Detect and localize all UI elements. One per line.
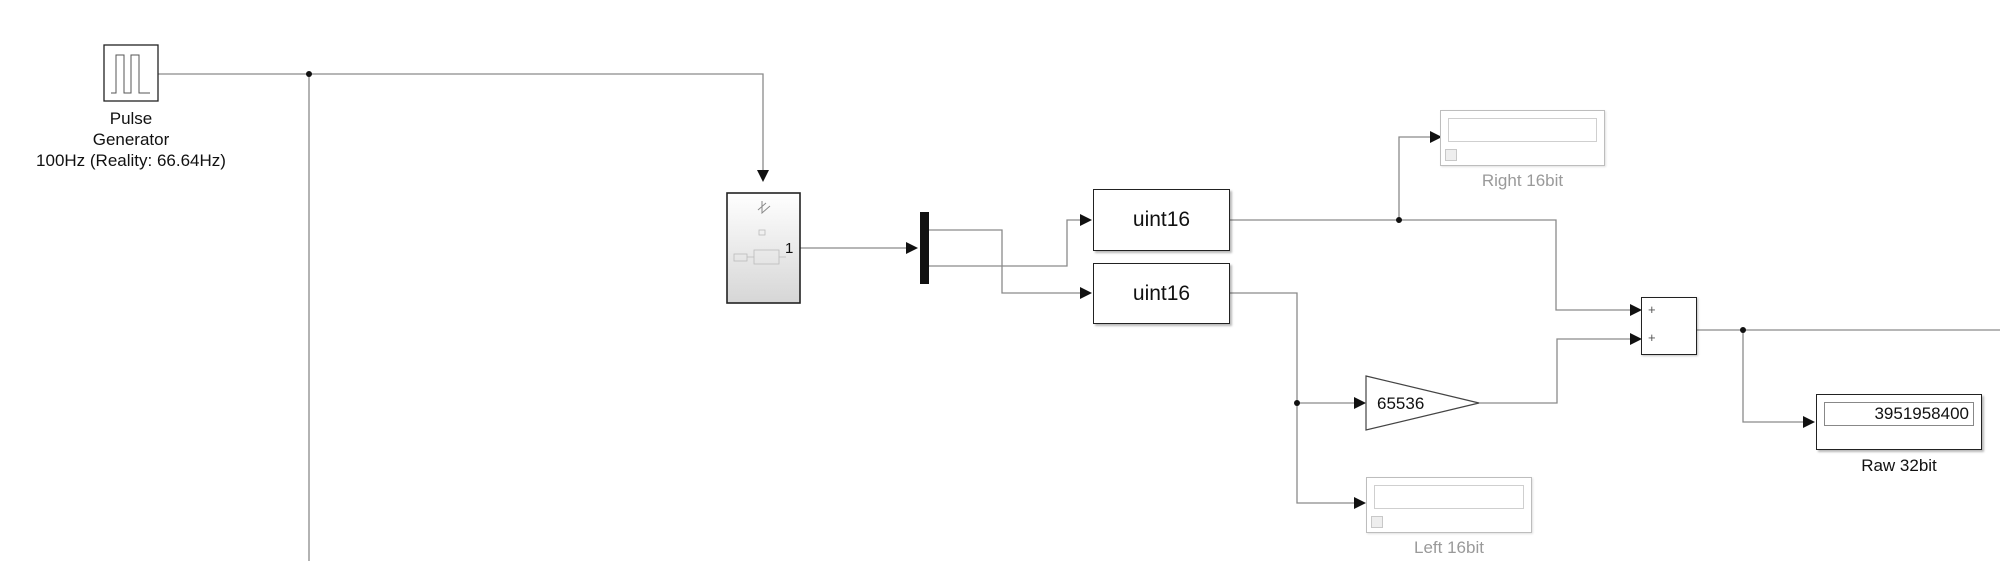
- signal-line-gain-out[interactable]: [1479, 333, 1642, 404]
- pulse-generator-label: Pulse Generator 100Hz (Reality: 66.64Hz): [16, 108, 246, 171]
- signal-line-right-display[interactable]: [1398, 131, 1442, 220]
- signal-line-convert-left-out[interactable]: [1230, 292, 1366, 509]
- display-raw-value: 3951958400: [1824, 402, 1974, 426]
- pulse-generator-name-line2: Generator: [92, 130, 170, 149]
- sum-sign-1: +: [1648, 302, 1656, 317]
- convert-left-label: uint16: [1132, 281, 1191, 305]
- pulse-generator-block[interactable]: [103, 44, 159, 102]
- branch-point: [306, 71, 312, 77]
- gain-value: 65536: [1377, 394, 1425, 413]
- convert-left-block[interactable]: uint16: [1093, 263, 1230, 324]
- trigger-icon: [757, 201, 771, 215]
- display-left-label: Left 16bit: [1414, 538, 1484, 557]
- signal-line-demux-out2[interactable]: [929, 265, 1092, 299]
- sum-block[interactable]: + +: [1641, 297, 1697, 355]
- branch-point: [1294, 400, 1300, 406]
- subsystem-port-label: 1: [785, 240, 794, 257]
- display-icon: [1445, 149, 1457, 161]
- display-left-value: [1374, 485, 1524, 509]
- display-right-label: Right 16bit: [1481, 171, 1564, 190]
- signal-line-convert-right-out[interactable]: [1230, 219, 1642, 316]
- display-icon: [1371, 516, 1383, 528]
- display-right-block[interactable]: [1440, 110, 1605, 166]
- display-raw-label: Raw 32bit: [1861, 456, 1937, 475]
- signal-line-raw-display[interactable]: [1742, 330, 1815, 428]
- display-left-block[interactable]: [1366, 477, 1532, 533]
- sum-sign-2: +: [1648, 330, 1656, 345]
- signal-line-pulse[interactable]: [158, 73, 769, 182]
- triggered-subsystem-block[interactable]: [726, 192, 801, 304]
- convert-right-label: uint16: [1132, 208, 1191, 231]
- pulse-generator-name-line3: 100Hz (Reality: 66.64Hz): [36, 151, 226, 170]
- branch-point: [1396, 217, 1402, 223]
- convert-right-block[interactable]: uint16: [1093, 189, 1230, 251]
- display-right-value: [1448, 118, 1597, 142]
- pulse-waveform-icon: [111, 54, 150, 94]
- pulse-generator-name-line1: Pulse: [109, 109, 153, 128]
- branch-point: [1740, 327, 1746, 333]
- gain-block[interactable]: [1365, 375, 1480, 431]
- display-raw-block[interactable]: 3951958400: [1816, 394, 1982, 450]
- signal-line-demux-out1[interactable]: [929, 214, 1092, 267]
- demux-block[interactable]: [920, 212, 929, 284]
